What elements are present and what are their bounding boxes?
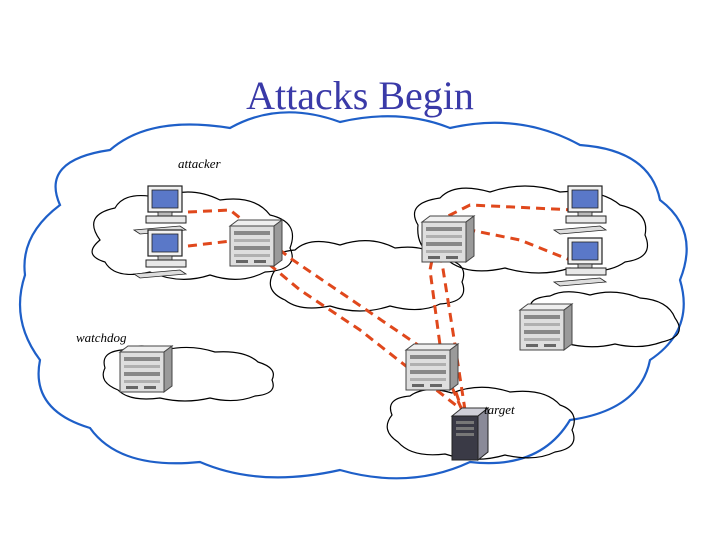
cloud-center <box>269 240 465 312</box>
cloud-right <box>413 185 649 274</box>
target-server <box>451 407 489 461</box>
router-watchdog <box>119 345 173 393</box>
attack-path-2 <box>187 238 463 412</box>
outer-cloud <box>18 111 688 480</box>
attacker-label: attacker <box>178 156 221 171</box>
router-right <box>421 215 475 263</box>
attacker-pc-4 <box>553 237 607 287</box>
cloud-attacker <box>91 191 294 280</box>
router-lower-right <box>519 303 573 351</box>
router-center <box>405 343 459 391</box>
attacker-pc-2 <box>133 229 187 279</box>
watchdog-label: watchdog <box>76 330 127 345</box>
target-label: target <box>484 402 515 417</box>
attacker-pc-1 <box>133 185 187 235</box>
attacker-pc-3 <box>553 185 607 235</box>
router-left <box>229 219 283 267</box>
slide-title: Attacks Begin <box>246 73 474 118</box>
